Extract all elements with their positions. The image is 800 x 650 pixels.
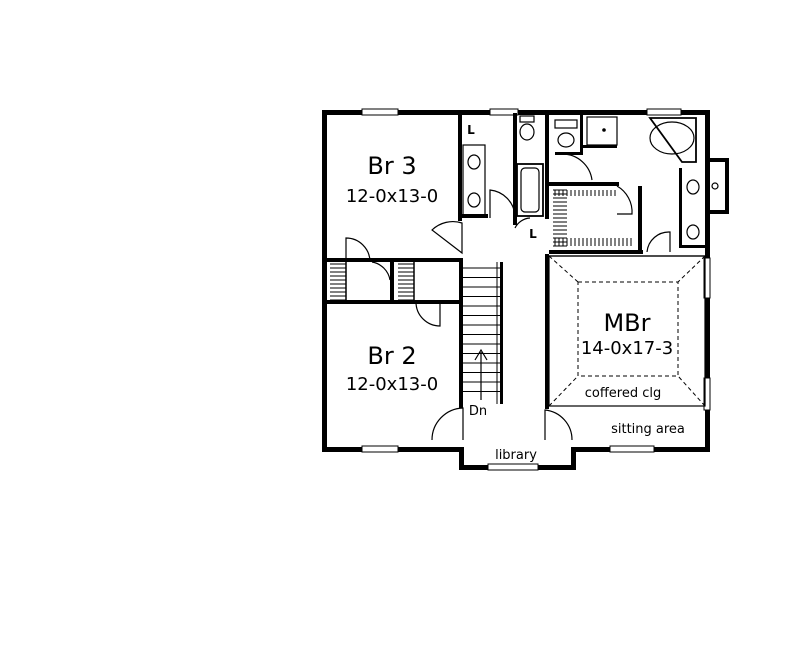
windows [361, 108, 711, 471]
fixtures [462, 115, 719, 240]
mbr-size: 14-0x17-3 [581, 338, 673, 359]
interior-walls [322, 113, 708, 409]
room-labels: Br 3 12-0x13-0 Br 2 12-0x13-0 MBr 14-0x1… [346, 123, 685, 463]
coffered-ceiling [548, 255, 706, 407]
br3-size: 12-0x13-0 [346, 186, 438, 207]
br2-name: Br 2 [367, 342, 416, 370]
door-swings [345, 153, 671, 441]
sitting-area-label: sitting area [611, 422, 685, 437]
linen-label-1: L [467, 123, 475, 137]
stair-arrow [474, 348, 488, 400]
library-label: library [495, 448, 537, 463]
down-label: Dn [469, 404, 487, 419]
br3-name: Br 3 [367, 152, 416, 180]
br2-size: 12-0x13-0 [346, 374, 438, 395]
linen-label-2: L [529, 227, 537, 241]
coffered-label: coffered clg [585, 386, 662, 401]
mbr-name: MBr [603, 309, 650, 337]
closet-hatching [330, 189, 632, 301]
